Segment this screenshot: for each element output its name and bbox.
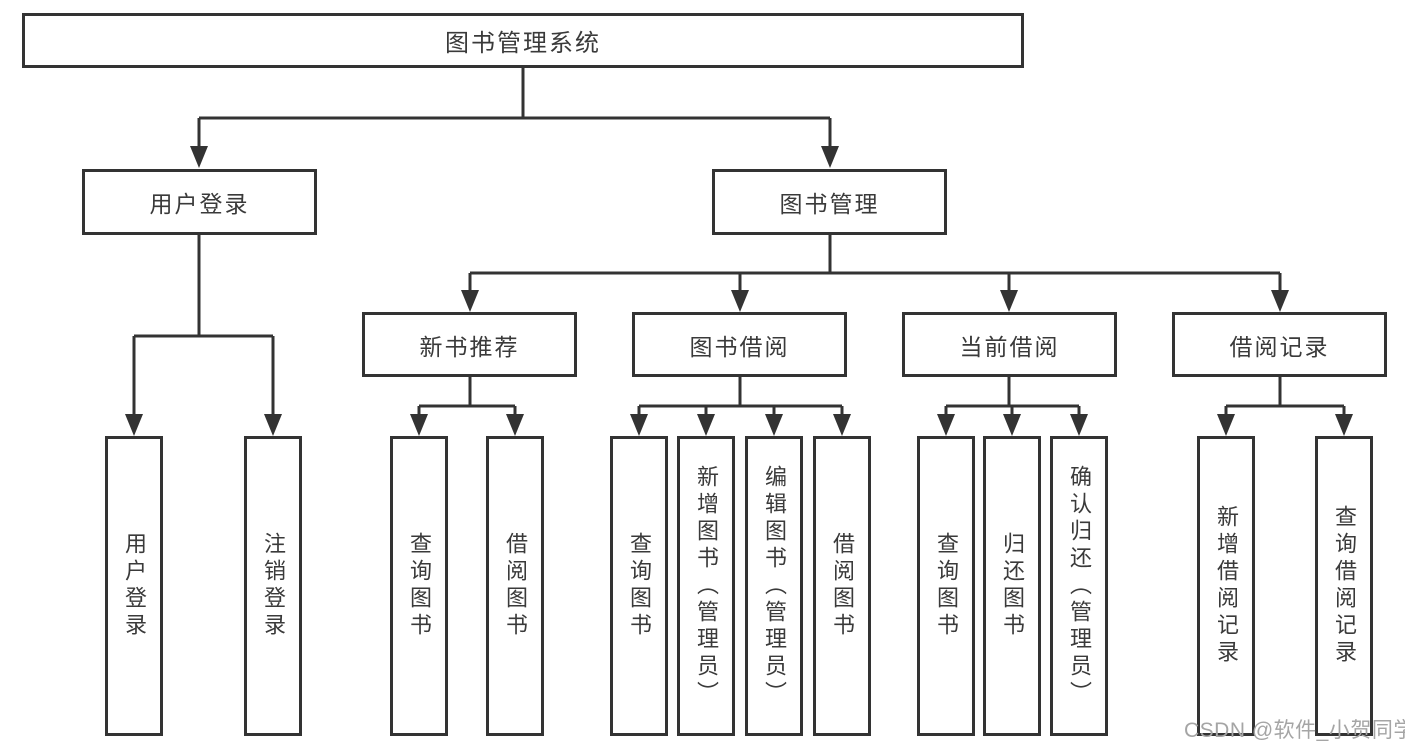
csdn-watermark: CSDN @软件_小贺同学	[1184, 719, 1405, 742]
node-edit-book-admin: 编辑图书（管理员）	[745, 436, 803, 736]
node-query-books-borrow: 查询图书	[610, 436, 668, 736]
node-library-management-system: 图书管理系统	[22, 13, 1024, 68]
node-borrow-books-action: 借阅图书	[813, 436, 871, 736]
node-confirm-return-admin: 确认归还（管理员）	[1050, 436, 1108, 736]
node-add-book-admin: 新增图书（管理员）	[677, 436, 735, 736]
node-book-borrowing: 图书借阅	[632, 312, 847, 377]
node-user-login-action: 用户登录	[105, 436, 163, 736]
node-query-borrow-record: 查询借阅记录	[1315, 436, 1373, 736]
node-book-management: 图书管理	[712, 169, 947, 235]
node-new-book-recommend: 新书推荐	[362, 312, 577, 377]
node-current-borrowing: 当前借阅	[902, 312, 1117, 377]
node-add-borrow-record: 新增借阅记录	[1197, 436, 1255, 736]
node-return-book: 归还图书	[983, 436, 1041, 736]
node-borrowing-records: 借阅记录	[1172, 312, 1387, 377]
node-query-books-recommend: 查询图书	[390, 436, 448, 736]
node-user-login: 用户登录	[82, 169, 317, 235]
node-query-books-current: 查询图书	[917, 436, 975, 736]
node-borrow-books-recommend: 借阅图书	[486, 436, 544, 736]
node-logout-action: 注销登录	[244, 436, 302, 736]
